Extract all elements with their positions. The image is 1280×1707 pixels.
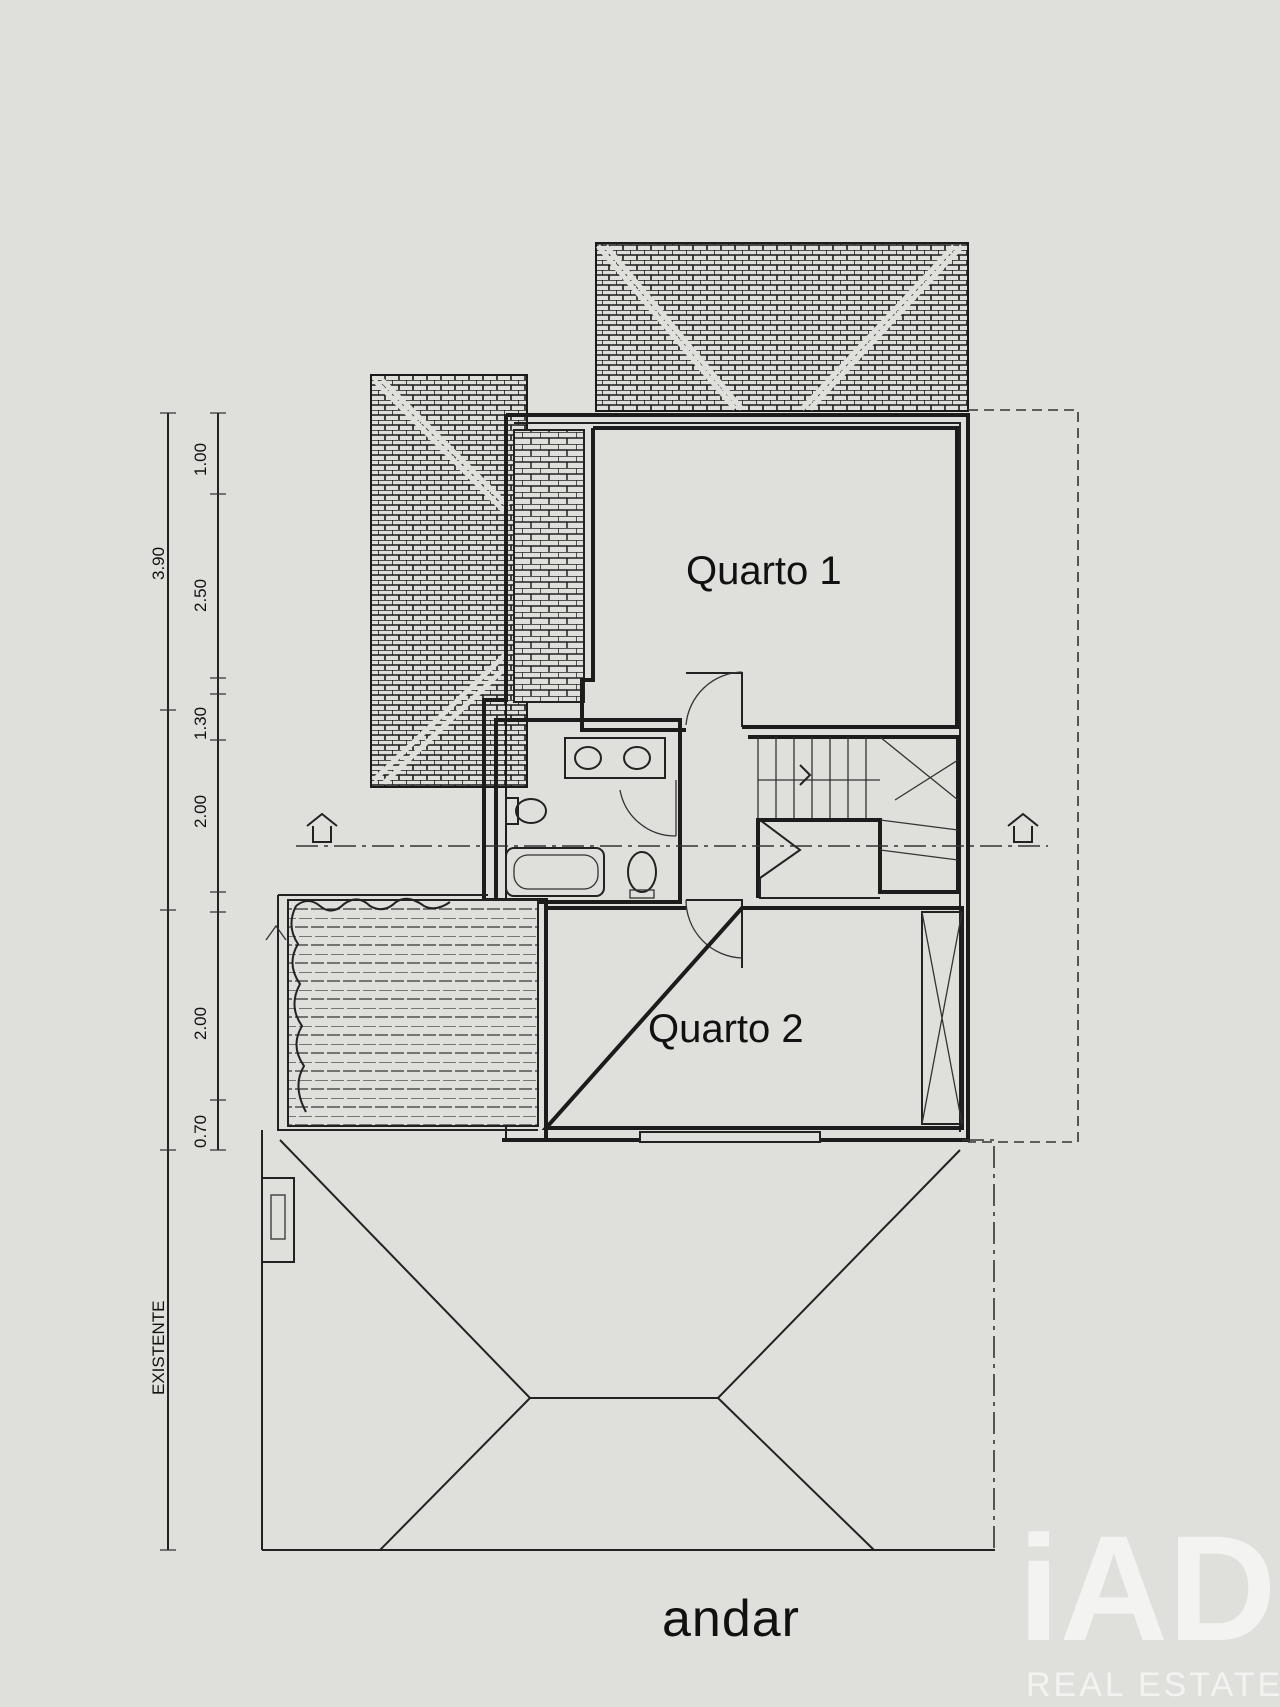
wardrobe xyxy=(921,911,963,1125)
watermark-sub: REAL ESTATE xyxy=(1026,1666,1280,1704)
bathroom-door[interactable] xyxy=(619,780,677,837)
toilet-icon xyxy=(505,797,547,825)
staircase[interactable] xyxy=(748,735,960,899)
room-quarto-1: Quarto 1 xyxy=(580,426,959,732)
planter-foliage xyxy=(290,897,451,1113)
dim-4: 2.00 xyxy=(191,795,210,828)
dim-3: 1.30 xyxy=(191,707,210,740)
brick-wall-strip xyxy=(513,429,585,703)
sink-right-icon xyxy=(623,746,651,770)
dimension-chains: 3.90 1.00 2.50 1.30 2.00 2.00 0.70 xyxy=(149,412,226,1551)
sink-left-icon xyxy=(574,746,602,770)
terrace-deck xyxy=(265,894,539,1131)
hall-door-top[interactable] xyxy=(685,671,743,727)
dim-total: 3.90 xyxy=(149,547,168,580)
right-dashed-outline xyxy=(968,409,1079,1143)
dim-1: 1.00 xyxy=(191,443,210,476)
roof-left xyxy=(370,374,528,788)
watermark-brand: iAD xyxy=(1018,1504,1276,1672)
hall-door-bottom[interactable] xyxy=(685,899,743,968)
dim-5: 2.00 xyxy=(191,1007,210,1040)
bathtub-icon xyxy=(505,847,605,897)
iad-watermark: iAD REAL ESTATE xyxy=(1018,1504,1280,1704)
existing-unit-box xyxy=(261,1177,295,1263)
section-cut-line xyxy=(296,812,1048,847)
existing-label: EXISTENTE xyxy=(149,1301,168,1395)
window-quarto-2 xyxy=(639,1131,821,1143)
dim-6: 0.70 xyxy=(191,1115,210,1148)
section-arrow-left-icon xyxy=(306,812,338,843)
bathroom xyxy=(494,718,682,904)
section-arrow-right-icon xyxy=(1007,812,1039,843)
floor-title: andar xyxy=(662,1590,800,1648)
roof-top-right xyxy=(595,242,969,412)
room-quarto-2: Quarto 2 xyxy=(541,906,964,1143)
existing-structure: EXISTENTE xyxy=(149,1130,995,1551)
room-label-quarto-1: Quarto 1 xyxy=(686,549,842,593)
bidet-icon xyxy=(627,851,657,899)
room-label-quarto-2: Quarto 2 xyxy=(648,1007,804,1051)
sink-counter xyxy=(564,737,666,779)
dim-2: 2.50 xyxy=(191,579,210,612)
